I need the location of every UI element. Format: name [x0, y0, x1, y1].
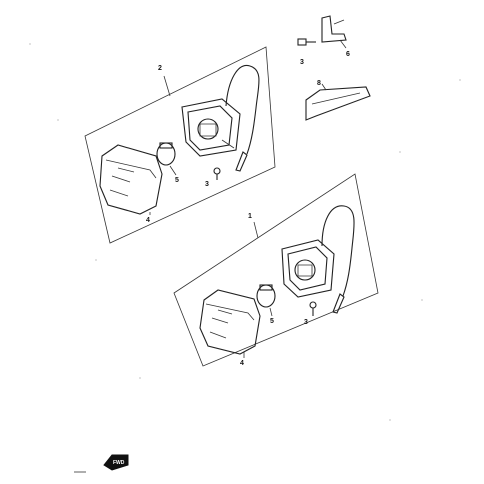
front-bulb: [156, 142, 176, 166]
front-assembly-outline: [84, 46, 276, 244]
callout-leader: [333, 19, 345, 25]
rear-bulb: [256, 284, 276, 308]
callout-leader: [169, 165, 177, 176]
callout-lens-front: 4: [146, 217, 150, 224]
rear-lens: [199, 289, 261, 355]
fwd-arrow-icon: FWD: [103, 454, 129, 471]
fwd-label: FWD: [113, 460, 125, 466]
callout-screw-top: 3: [300, 59, 304, 66]
callout-leader: [163, 75, 171, 97]
callout-leader: [269, 307, 273, 317]
front-lens: [99, 144, 163, 215]
front-turn-signal-group: 2 5 4 3: [84, 46, 276, 244]
callout-assembly-front: 2: [158, 65, 162, 72]
callout-lens-rear: 4: [240, 360, 244, 367]
mounting-bracket: [321, 15, 347, 43]
front-wire: [225, 64, 260, 155]
rear-turn-signal-group: 1 5 4 3: [173, 173, 379, 367]
reflector: [305, 86, 371, 121]
bracket-bolt: [297, 38, 316, 46]
callout-leader: [339, 39, 347, 49]
callout-leader: [321, 83, 327, 91]
callout-leader: [253, 221, 259, 239]
rear-connector: [332, 293, 345, 314]
rear-housing: [281, 239, 335, 298]
callout-reflector: 8: [317, 80, 321, 87]
callout-bulb-rear: 5: [270, 318, 274, 325]
rear-wire: [321, 205, 355, 297]
front-screw: [213, 167, 221, 180]
callout-bracket: 6: [346, 51, 350, 58]
scan-speckles: [29, 43, 461, 421]
callout-screw-rear: 3: [304, 319, 308, 326]
callout-assembly-rear: 1: [248, 213, 252, 220]
callout-screw-front: 3: [205, 181, 209, 188]
bracket-group: 6 3 8: [297, 15, 371, 121]
front-housing: [181, 98, 241, 157]
rear-assembly-outline: [173, 173, 379, 367]
rear-screw: [309, 301, 317, 316]
front-connector: [235, 151, 248, 172]
callout-bulb-front: 5: [175, 177, 179, 184]
reflector-detail: [311, 92, 361, 105]
